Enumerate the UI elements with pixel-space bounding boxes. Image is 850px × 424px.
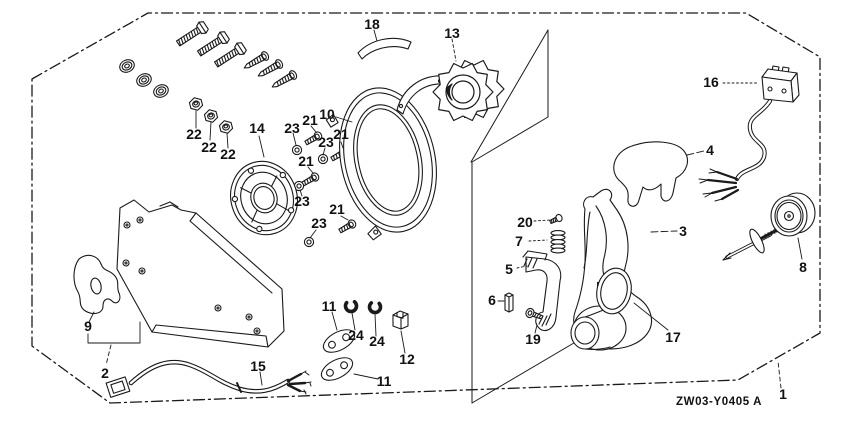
part-16-switch-drawing bbox=[698, 65, 800, 202]
callout-17: 17 bbox=[665, 329, 681, 345]
part-12-block-drawing bbox=[392, 310, 409, 330]
part-19-screw-drawing bbox=[525, 307, 544, 320]
part-18-strip-drawing bbox=[357, 37, 412, 60]
callout-21d: 21 bbox=[329, 201, 345, 217]
part-bolt-set-drawing bbox=[174, 19, 248, 71]
callout-2: 2 bbox=[101, 365, 109, 381]
callout-3: 3 bbox=[679, 223, 687, 239]
callout-12: 12 bbox=[399, 351, 415, 367]
callout-1: 1 bbox=[779, 386, 787, 402]
part-6-pad-drawing bbox=[504, 292, 514, 313]
callout-23d: 23 bbox=[311, 215, 327, 231]
callout-16: 16 bbox=[703, 74, 719, 90]
part-9-latch-drawing bbox=[73, 254, 121, 315]
callout-24b: 24 bbox=[369, 333, 385, 349]
callout-7: 7 bbox=[515, 233, 523, 249]
callout-8: 8 bbox=[799, 259, 807, 275]
callout-9: 9 bbox=[84, 318, 92, 334]
part-4-cover-drawing bbox=[613, 141, 688, 207]
callout-22b: 22 bbox=[201, 139, 217, 155]
part-15-cable-drawing bbox=[105, 359, 312, 398]
part-7-spring-drawing bbox=[550, 230, 566, 254]
callout-14: 14 bbox=[249, 120, 265, 136]
part-2-housing-drawing bbox=[116, 199, 285, 348]
callout-11b: 11 bbox=[377, 373, 392, 389]
callout-13: 13 bbox=[444, 25, 460, 41]
leader-lines bbox=[87, 29, 803, 389]
callout-15: 15 bbox=[250, 358, 266, 374]
callout-23c: 23 bbox=[294, 193, 310, 209]
callout-22c: 22 bbox=[220, 146, 236, 162]
part-code: ZW03-Y0405 A bbox=[676, 396, 762, 408]
callout-21b: 21 bbox=[333, 126, 349, 142]
part-10-bezel-drawing bbox=[325, 87, 437, 241]
part-bushing-set-drawing bbox=[117, 56, 171, 101]
part-14-flange-drawing bbox=[230, 160, 298, 236]
callout-5: 5 bbox=[505, 261, 513, 277]
callout-4: 4 bbox=[706, 142, 714, 158]
callout-10: 10 bbox=[319, 106, 335, 122]
callout-19: 19 bbox=[525, 331, 541, 347]
part-11-plates-drawing bbox=[320, 329, 356, 381]
callout-23b: 23 bbox=[318, 134, 334, 150]
callout-22a: 22 bbox=[186, 126, 202, 142]
callout-21c: 21 bbox=[298, 153, 314, 169]
callout-21a: 21 bbox=[302, 112, 318, 128]
callout-11a: 11 bbox=[322, 298, 337, 314]
part-8-knob-drawing bbox=[722, 192, 816, 261]
part-17-oring-drawing bbox=[596, 267, 632, 315]
part-20-screw-drawing bbox=[549, 213, 563, 225]
part-24-clips-drawing bbox=[341, 296, 385, 317]
part-screw-set-drawing bbox=[241, 49, 299, 92]
part-5-arm-drawing bbox=[522, 250, 562, 332]
diagram-border bbox=[31, 12, 821, 404]
callout-6: 6 bbox=[488, 292, 496, 308]
callout-23a: 23 bbox=[284, 120, 300, 136]
part-13-gear-drawing bbox=[432, 59, 505, 122]
callout-18: 18 bbox=[364, 16, 380, 32]
callout-24a: 24 bbox=[348, 327, 364, 343]
callout-20: 20 bbox=[517, 214, 533, 230]
